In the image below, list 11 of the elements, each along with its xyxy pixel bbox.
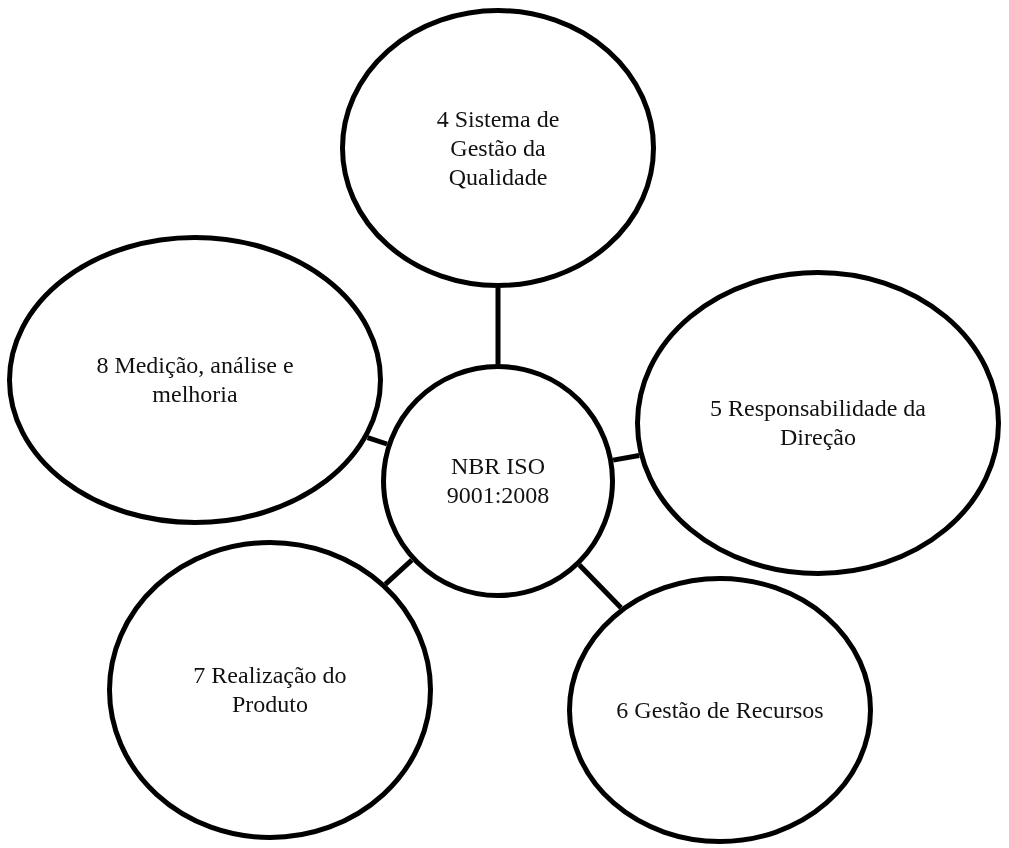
node-label: 6 Gestão de Recursos bbox=[615, 695, 825, 725]
node-label: 8 Medição, análise e melhoria bbox=[95, 351, 295, 409]
node-label: 5 Responsabilidade da Direção bbox=[709, 394, 927, 452]
connector-line bbox=[366, 435, 388, 447]
node-label: 7 Realização do Produto bbox=[192, 661, 348, 719]
connector-line bbox=[495, 288, 501, 364]
node-label: 4 Sistema de Gestão da Qualidade bbox=[435, 104, 561, 192]
connector-line bbox=[612, 452, 640, 463]
connector-line bbox=[577, 563, 623, 610]
connector-line bbox=[383, 558, 414, 586]
node-label: NBR ISO 9001:2008 bbox=[445, 452, 551, 510]
